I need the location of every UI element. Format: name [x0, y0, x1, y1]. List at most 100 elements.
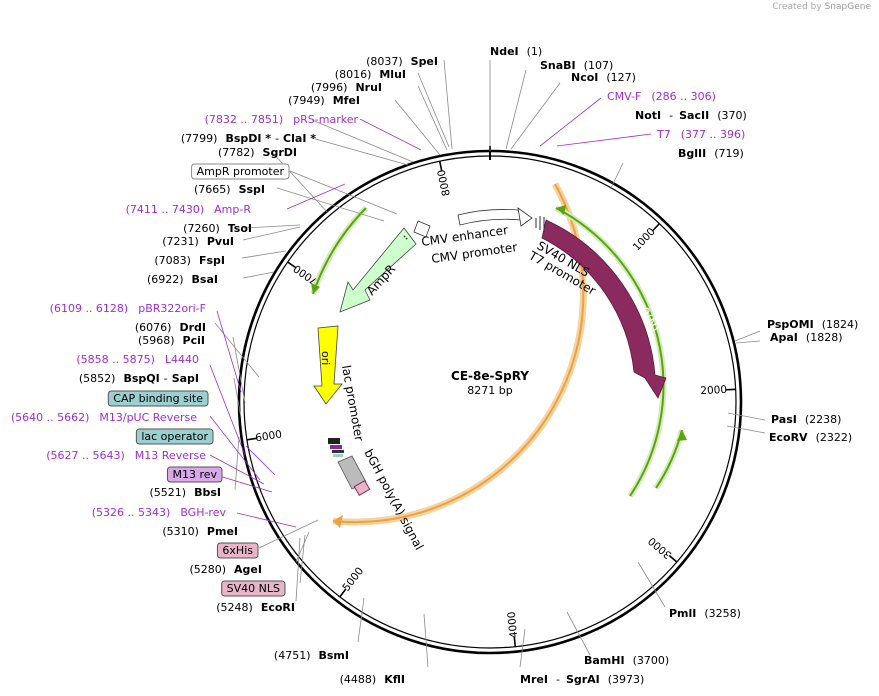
plasmid-size: 8271 bp	[467, 384, 512, 397]
annotation-line-2	[510, 82, 561, 150]
annotation-line-24	[243, 224, 301, 229]
enzyme-MreI_SgrAI-name: MreI	[520, 673, 548, 686]
annotation-lines	[209, 59, 766, 668]
annotation-line-15	[295, 531, 310, 563]
enzyme-NdeI-pos: (1)	[527, 45, 543, 58]
box-AmpRpromoter	[191, 163, 290, 180]
box-M13rev-label: M13 rev	[172, 468, 217, 481]
green-feature-arc-inner	[653, 429, 687, 490]
enzyme-BglII-pos: (719)	[714, 147, 744, 160]
box-AmpRpromoter-label: AmpR promoter	[197, 165, 285, 178]
scale-tick-2000	[725, 388, 736, 391]
bgh-polya-feature	[337, 455, 371, 497]
enzyme-MreI_SgrAI-dash: -	[556, 673, 560, 686]
enzyme-EcoRV-name: EcoRV	[769, 431, 808, 444]
scale-tick-5000	[339, 588, 347, 598]
enzyme-SnaBI-pos: (107)	[584, 59, 614, 72]
enzyme-DrdI-name: DrdI	[179, 321, 206, 334]
annotation-line-9	[566, 611, 591, 656]
enzyme-AgeI-pos: (5280)	[189, 563, 226, 576]
annotation-line-12	[357, 597, 365, 643]
scale-label-4000: 4000	[506, 611, 521, 639]
enzyme-ApaI-pos: (1828)	[806, 331, 843, 344]
scale-tick-4000	[513, 636, 517, 647]
enzyme-SgrDI-name: SgrDI	[263, 146, 297, 159]
enzyme-BspDI_ClaI-name: BspDI *	[225, 132, 271, 145]
enzyme-KflI-name: KflI	[384, 673, 405, 686]
enzyme-NruI-pos: (7996)	[311, 81, 348, 94]
annotation-line-3	[610, 162, 624, 189]
ori-label: ori	[319, 351, 332, 365]
annotation-line-22	[241, 250, 287, 259]
primer-BGHrev-range: (5326 .. 5343)	[92, 506, 171, 519]
enzyme-SspI-pos: (7665)	[194, 183, 231, 196]
annotation-line-20	[214, 322, 260, 378]
enzyme-NcoI-name: NcoI	[571, 71, 598, 84]
snapgene-brand: SnapGene	[824, 2, 871, 12]
annotation-line-31	[417, 72, 450, 148]
snapgene-credit: Created by SnapGene	[772, 2, 871, 12]
scale-tick-8000	[438, 161, 443, 172]
enzyme-MfeI-pos: (7949)	[288, 94, 325, 107]
annotation-line-5	[735, 340, 761, 344]
scale-tick-3000	[668, 554, 678, 563]
enzyme-DrdI-pos: (6076)	[135, 321, 172, 334]
enzyme-TsoI-pos: (7260)	[183, 222, 220, 235]
enzyme-BspQI_SapI-dash: -	[164, 372, 168, 385]
primer-line-0	[539, 97, 602, 147]
primer-AmpR-name: Amp-R	[214, 203, 251, 216]
enzyme-SpeI-name: SpeI	[411, 55, 438, 68]
primer-CMVF-name: CMV-F	[607, 90, 641, 103]
enzyme-NotI_SacII-pos: (370)	[717, 109, 747, 122]
enzyme-NotI_SacII-name2: SacII	[679, 109, 709, 122]
annotation-line-6	[727, 412, 766, 421]
enzyme-FspI-name: FspI	[199, 254, 225, 267]
box-SV40	[221, 580, 286, 597]
scale-label-5000: 5000	[340, 565, 366, 593]
plasmid-name: CE-8e-SpRY	[451, 369, 529, 383]
primer-line-4	[216, 310, 242, 393]
primer-line-2	[359, 118, 422, 151]
annotation-line-25	[276, 187, 385, 222]
scale-tick-7000	[287, 261, 297, 269]
primer-CMVF-range: (286 .. 306)	[651, 90, 716, 103]
enzyme-BspDI_ClaI-dash: -	[275, 132, 279, 145]
enzyme-PciI-pos: (5968)	[138, 334, 175, 347]
box-SV40-label: SV40 NLS	[227, 582, 280, 595]
primer-line-1	[556, 133, 652, 147]
enzyme-BglII-name: BglII	[678, 147, 706, 160]
box-CAP	[107, 390, 209, 407]
primer-line-3	[286, 183, 346, 210]
enzyme-PmeI-name: PmeI	[207, 525, 238, 538]
enzyme-EcoRI-pos: (5248)	[216, 601, 253, 614]
primer-BGHrev-name: BGH-rev	[180, 506, 226, 519]
enzyme-BspQI_SapI-pos: (5852)	[79, 372, 116, 385]
enzyme-MreI_SgrAI-pos: (3973)	[608, 673, 645, 686]
primer-pBR322-name: pBR322ori-F	[138, 302, 206, 315]
primer-M13Rev-name: M13 Reverse	[135, 449, 206, 462]
primer-line-7	[209, 454, 265, 485]
box-CAP-label: CAP binding site	[113, 392, 203, 405]
enzyme-PspOMI-name: PspOMI	[767, 318, 814, 331]
enzyme-BsaI-name: BsaI	[192, 273, 218, 286]
primer-T7-range: (377 .. 396)	[681, 128, 746, 141]
enzyme-BspQI_SapI-name: BspQI	[123, 372, 159, 385]
enzyme-BamHI-pos: (3700)	[633, 654, 670, 667]
scale-tick-6000	[246, 437, 257, 441]
scale-label-3000: 3000	[646, 534, 674, 561]
scale-label-8000: 8000	[436, 168, 453, 197]
annotation-line-10	[519, 628, 526, 668]
annotation-line-27	[311, 137, 409, 166]
green-feature-arc-left	[310, 205, 369, 295]
enzyme-PasI-name: PasI	[771, 413, 797, 426]
ampr-feature	[339, 227, 417, 313]
enzyme-BamHI-name: BamHI	[584, 654, 625, 667]
annotation-line-33	[289, 170, 398, 215]
annotation-line-8	[637, 561, 666, 608]
enzyme-SspI-name: SspI	[239, 183, 265, 196]
enzyme-NruI-name: NruI	[355, 81, 382, 94]
enzyme-FspI-pos: (7083)	[154, 254, 191, 267]
primer-line-8	[215, 474, 273, 493]
enzyme-PvuI-name: PvuI	[207, 235, 234, 248]
enzyme-PmlI-name: PmlI	[669, 607, 696, 620]
